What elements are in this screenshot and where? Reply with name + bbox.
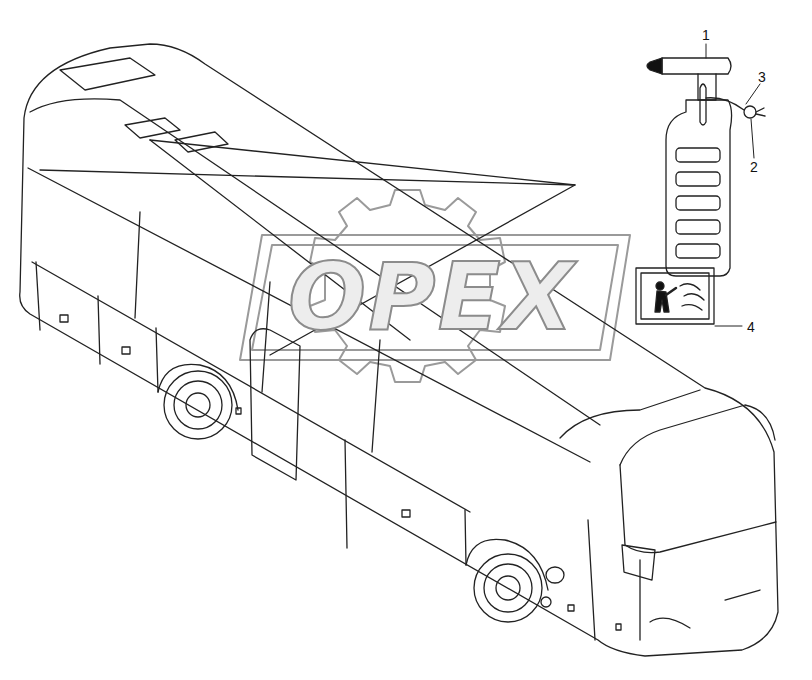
- callout-number: 3: [758, 70, 766, 84]
- callout-number: 4: [747, 320, 755, 334]
- emergency-hammer: [647, 58, 765, 276]
- watermark-gear: [240, 190, 630, 382]
- watermark: OPEX: [288, 252, 575, 344]
- sticker: [636, 268, 714, 324]
- callout-number: 2: [750, 160, 758, 174]
- callout-number: 1: [702, 28, 710, 42]
